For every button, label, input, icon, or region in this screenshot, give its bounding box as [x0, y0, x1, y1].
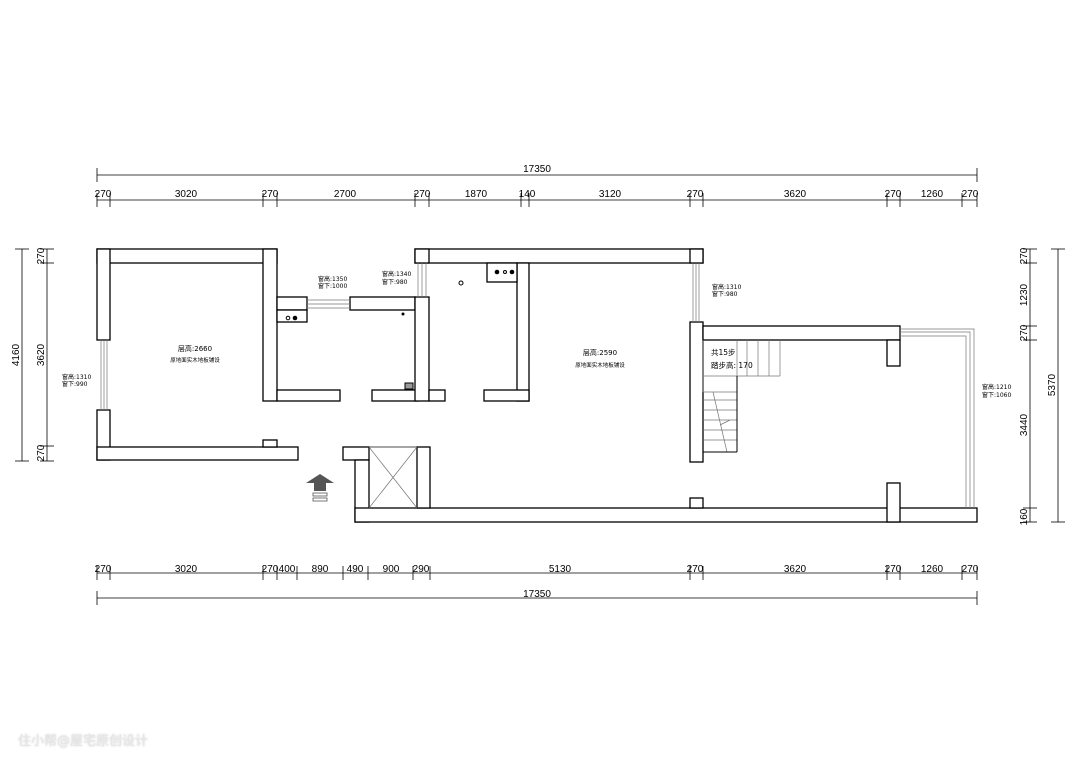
top-dim: 3620	[784, 189, 807, 200]
window-sill-label: 窗下:1060	[982, 391, 1011, 399]
top-dim: 270	[95, 189, 112, 200]
stair-steps-label: 共15步	[711, 348, 736, 357]
windows	[100, 263, 975, 508]
bottom-dim: 270	[95, 564, 112, 575]
entrance-arrow-icon	[306, 474, 334, 502]
left-dim: 270	[36, 247, 47, 264]
left-overall-dim: 4160	[11, 343, 22, 366]
room-floor-label: 原地面实木地板铺设	[575, 361, 625, 369]
top-dim: 3120	[599, 189, 622, 200]
top-dim: 3020	[175, 189, 198, 200]
void-box	[368, 446, 418, 509]
fixtures	[285, 269, 515, 390]
top-dimension-lines	[96, 168, 978, 207]
window-sill-label: 窗下:990	[62, 380, 88, 388]
left-dim: 270	[36, 444, 47, 461]
right-dim: 270	[1019, 247, 1030, 264]
bottom-dim: 270	[687, 564, 704, 575]
top-dim: 1870	[465, 189, 488, 200]
bottom-dim: 290	[413, 564, 430, 575]
staircase	[702, 340, 781, 453]
right-dim: 1230	[1019, 283, 1030, 306]
bottom-dim: 3020	[175, 564, 198, 575]
bottom-dim: 400	[279, 564, 296, 575]
stair-riser-label: 踏步高: 170	[711, 360, 753, 370]
bottom-dim: 270	[262, 564, 279, 575]
window-height-label: 窗高:1340	[382, 270, 411, 278]
top-dim: 270	[414, 189, 431, 200]
bottom-dim: 270	[962, 564, 979, 575]
window-height-label: 窗高:1350	[318, 275, 347, 283]
window-height-label: 窗高:1210	[982, 383, 1011, 391]
bottom-dim: 5130	[549, 564, 572, 575]
window-sill-label: 窗下:980	[382, 278, 408, 286]
left-dimension-lines	[15, 248, 54, 462]
top-dim: 270	[885, 189, 902, 200]
top-dim: 2700	[334, 189, 357, 200]
left-dim: 3620	[36, 343, 47, 366]
bottom-dim: 270	[885, 564, 902, 575]
bottom-dim: 900	[383, 564, 400, 575]
right-dim: 160	[1019, 508, 1030, 525]
bottom-dim: 890	[312, 564, 329, 575]
right-dimension-lines	[1023, 248, 1065, 523]
top-overall-dim: 17350	[523, 164, 551, 175]
top-dim: 1260	[921, 189, 944, 200]
top-dim: 140	[519, 189, 536, 200]
room-height-label: 层高:2660	[178, 344, 212, 353]
walls	[96, 248, 978, 523]
bottom-dimension-lines	[96, 566, 978, 605]
window-height-label: 窗高:1310	[712, 283, 741, 291]
bottom-dim: 3620	[784, 564, 807, 575]
right-overall-dim: 5370	[1047, 373, 1058, 396]
room-height-label: 层高:2590	[583, 348, 617, 357]
bottom-dim: 1260	[921, 564, 944, 575]
top-dim: 270	[262, 189, 279, 200]
right-dim: 3440	[1019, 413, 1030, 436]
top-dim: 270	[962, 189, 979, 200]
watermark: 住小帮@屋宅原创设计	[18, 734, 149, 749]
window-sill-label: 窗下:980	[712, 290, 738, 298]
window-sill-label: 窗下:1000	[318, 282, 347, 290]
bottom-dim: 490	[347, 564, 364, 575]
top-dim: 270	[687, 189, 704, 200]
window-height-label: 窗高:1310	[62, 373, 91, 381]
bottom-overall-dim: 17350	[523, 589, 551, 600]
room-floor-label: 原地面实木地板铺设	[170, 356, 220, 364]
right-dim: 270	[1019, 324, 1030, 341]
